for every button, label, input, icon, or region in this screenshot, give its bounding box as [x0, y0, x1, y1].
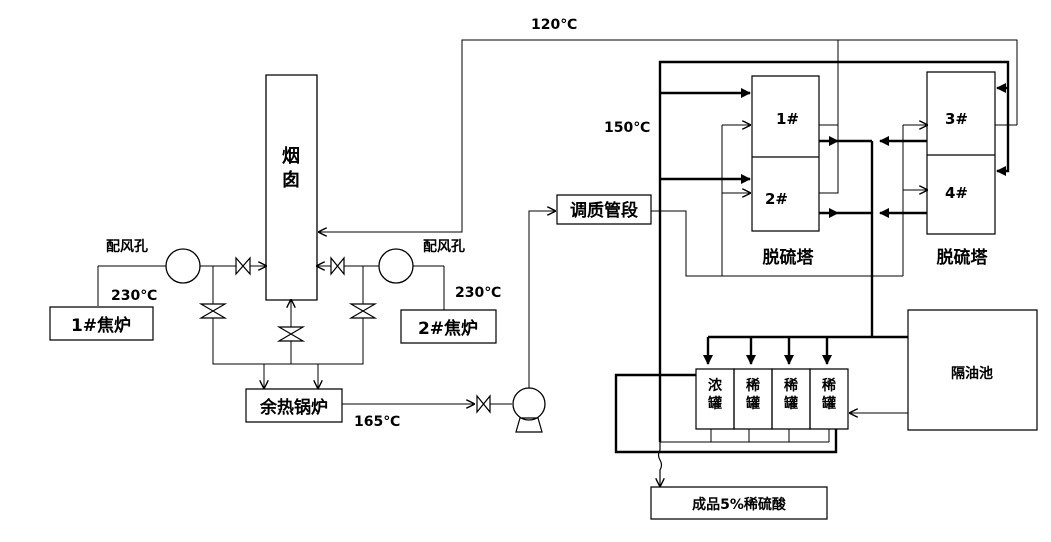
pump-to-conditioning	[529, 211, 555, 388]
valve-boiler-outlet	[476, 394, 491, 414]
tower-1-label: 1#	[776, 110, 799, 128]
valve-left-vertical	[198, 303, 228, 319]
air-inlet-right-fan	[379, 249, 413, 283]
product-label: 成品5%稀硫酸	[692, 496, 787, 513]
tank-conc-char2: 罐	[707, 395, 722, 412]
tower-3-label: 3#	[945, 110, 968, 128]
air-inlet-left-label: 配风孔	[106, 239, 148, 255]
tank-dilute-2-char2: 罐	[783, 395, 798, 412]
gas-supply-trunk	[660, 62, 1008, 442]
conditioning-box	[557, 195, 651, 224]
tank-dilute-2-char1: 稀	[784, 377, 798, 394]
product-outlet-line	[659, 442, 662, 486]
oven1-box	[50, 307, 153, 340]
temp-left-oven-label: 230℃	[111, 288, 157, 304]
oven2-label: 2#焦炉	[418, 318, 478, 339]
gas-to-tower-4	[996, 88, 1008, 176]
recirculation-loop	[616, 375, 836, 452]
right-branch-to-boiler	[318, 318, 363, 388]
oil-separator-label: 隔油池	[951, 365, 993, 382]
temp-inlet-label: 150℃	[604, 120, 650, 136]
tower-1-2	[752, 76, 819, 231]
temp-return-label: 120℃	[531, 17, 577, 33]
tank-dilute-1-char2: 罐	[745, 395, 760, 412]
tower-left-caption: 脱硫塔	[763, 247, 815, 268]
conditioning-outlet-line	[651, 211, 903, 276]
tower-4-label: 4#	[945, 184, 968, 202]
boiler-label: 余热锅炉	[259, 397, 328, 418]
valve-right-vertical	[348, 303, 378, 319]
air-inlet-left-fan	[166, 249, 200, 283]
oven1-label: 1#焦炉	[71, 315, 131, 336]
oven2-box	[401, 310, 496, 343]
tank-dilute-1-char1: 稀	[746, 377, 760, 394]
chimney-label-bottom: 囱	[282, 169, 300, 191]
return-line-120	[319, 40, 1017, 232]
tower-2-label: 2#	[765, 190, 788, 208]
air-inlet-right-label: 配风孔	[423, 239, 465, 255]
tower-3-4	[927, 72, 995, 234]
left-branch-to-boiler	[213, 318, 264, 388]
tank-dilute-3-char1: 稀	[822, 377, 836, 394]
product-box	[651, 487, 827, 519]
boiler-box	[246, 389, 342, 422]
tank-conc-char1: 浓	[708, 377, 723, 394]
pump	[513, 388, 545, 420]
valve-middle	[276, 326, 306, 342]
tower-1-gas-out	[819, 40, 838, 125]
chimney-label-top: 烟	[282, 145, 300, 167]
pump-base	[516, 418, 542, 432]
valve-right-chimney	[330, 256, 345, 276]
temp-right-oven-label: 230℃	[455, 285, 501, 301]
oil-separator-box	[908, 310, 1037, 430]
valve-left-chimney	[235, 256, 251, 276]
tower-2-gas-out	[819, 125, 838, 193]
tower-right-caption: 脱硫塔	[937, 247, 989, 268]
tank-dilute-3-char2: 罐	[821, 395, 836, 412]
temp-boiler-out-label: 165℃	[354, 414, 400, 430]
conditioning-label: 调质管段	[570, 200, 638, 221]
